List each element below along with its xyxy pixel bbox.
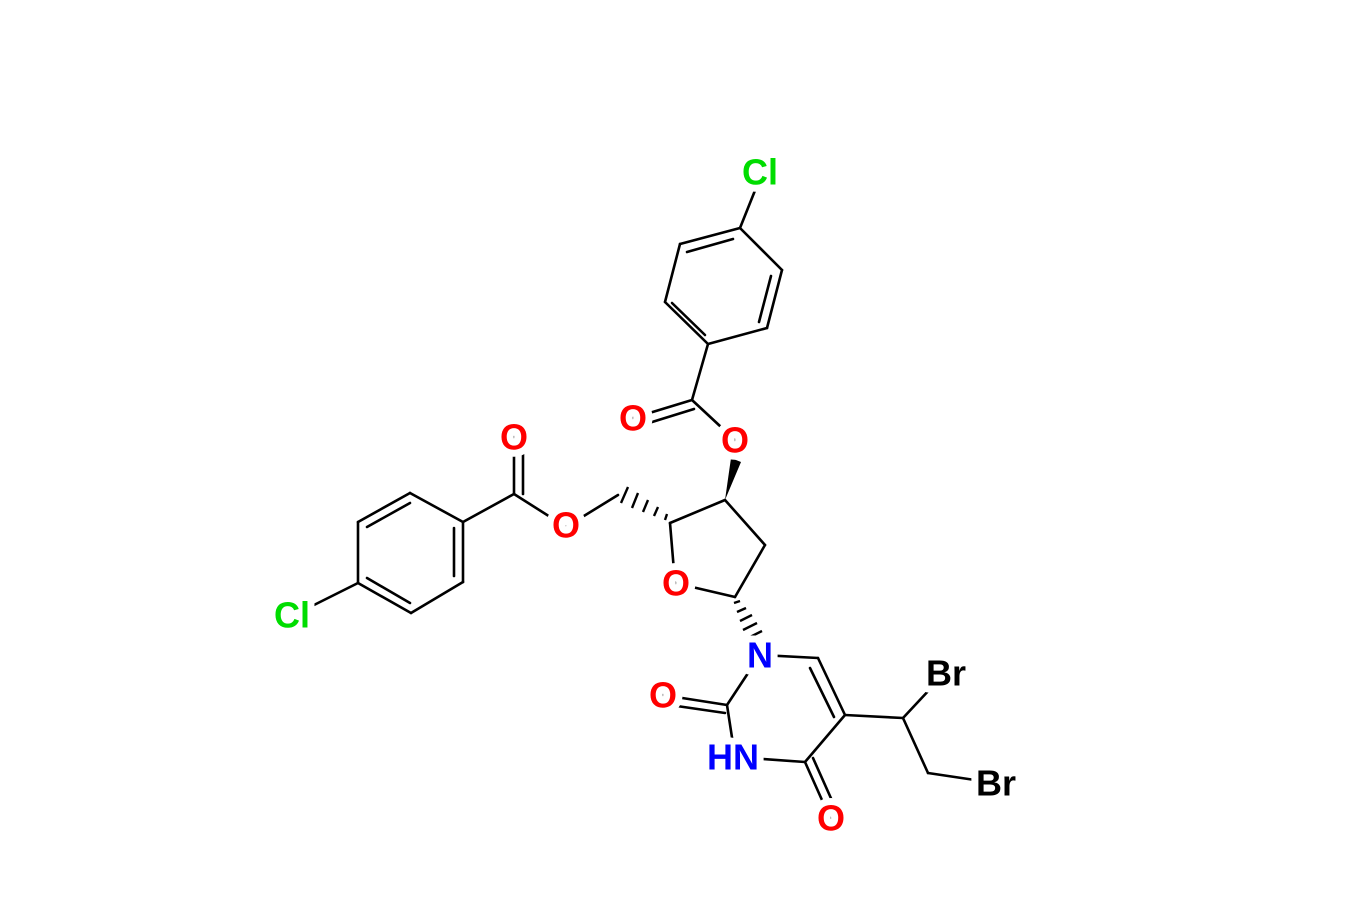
oxygen-atom: O (649, 675, 677, 716)
nitrogen-atom: N (747, 635, 773, 676)
oxygen-atom: O (552, 505, 580, 546)
chlorine-atom: Cl (742, 152, 778, 193)
oxygen-atom: O (619, 398, 647, 439)
nitrogen-atom: HN (707, 737, 759, 778)
oxygen-atom: O (721, 420, 749, 461)
oxygen-atom: O (500, 417, 528, 458)
oxygen-atom: O (662, 563, 690, 604)
atom-labels: Cl Cl O O O O O N HN O O Br Br (267, 145, 1023, 846)
oxygen-atom: O (817, 798, 845, 839)
chlorine-atom: Cl (274, 595, 310, 636)
bromine-atom: Br (926, 653, 966, 694)
bromine-atom: Br (976, 763, 1016, 804)
hashed-bond (619, 486, 669, 521)
bonds (298, 176, 997, 820)
hashed-bond (733, 599, 763, 641)
